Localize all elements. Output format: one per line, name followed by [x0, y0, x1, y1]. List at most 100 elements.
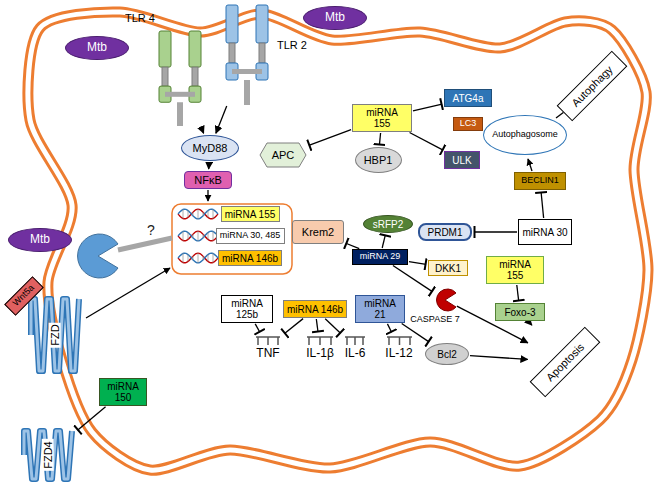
node-label: miRNA 30: [522, 227, 567, 238]
node-label: LC3: [460, 119, 477, 129]
protein-box: BECLIN1: [514, 172, 566, 190]
arrow-line: [528, 159, 532, 171]
node-label: IL-1β: [306, 347, 334, 360]
dna-rung: [193, 234, 194, 238]
inhibition-line: [255, 324, 260, 332]
node-label: Mtb: [30, 233, 50, 246]
cell-membrane: [28, 12, 648, 470]
inhibition-line: [316, 319, 318, 332]
annotation-label: ?: [146, 222, 156, 238]
factor-box: NFκB: [184, 171, 232, 189]
node-label: IL-6: [345, 347, 366, 360]
caspase-symbol: CASPASE 7: [434, 289, 456, 311]
dna-rung: [188, 210, 189, 217]
dna-strand: [178, 253, 218, 263]
dna-strand: [178, 253, 218, 263]
pathogen-oval: Mtb: [8, 228, 72, 252]
mirna-box: miRNA 146b: [283, 300, 347, 318]
dna-rung: [198, 253, 199, 263]
dna-rung: [213, 231, 214, 240]
nucleus-box: [172, 204, 292, 274]
dna-helix: [178, 209, 218, 263]
dna-rung: [213, 209, 214, 218]
activation-arrow: [216, 106, 227, 133]
node-label: miRNA 125b: [227, 298, 267, 320]
dna-rung: [193, 212, 194, 216]
pathogen-oval: Mtb: [303, 6, 367, 30]
dna-rung: [203, 256, 204, 260]
inhibition-line: [393, 266, 432, 292]
node-shape: [434, 289, 456, 311]
node-label: MyD88: [193, 142, 228, 154]
mirna-box: miRNA 125b: [221, 295, 273, 323]
node-label: miRNA 30, 485: [220, 231, 281, 241]
inhibition-line: [474, 231, 517, 232]
inhibition-line: [517, 285, 519, 301]
node-label: Mtb: [87, 41, 107, 54]
tlr4-receptor: TLR 4: [157, 31, 203, 126]
pathogen-oval: Mtb: [65, 36, 129, 60]
mirna-box: miRNA 30: [518, 219, 572, 245]
inhibition-line: [409, 262, 426, 265]
frizzled-receptor: FZD4: [20, 427, 76, 483]
node-label: FZD: [49, 322, 61, 347]
protein-ellipse: Bcl2: [425, 343, 469, 365]
inhibition-line: [413, 104, 442, 111]
inhibition-line: [387, 324, 391, 332]
adaptor-ellipse: MyD88: [181, 135, 239, 161]
node-label: FZD4: [42, 439, 54, 471]
node-label: NFκB: [194, 174, 222, 186]
mirna-box: miRNA 21: [355, 295, 405, 323]
dna-rung: [183, 209, 184, 218]
mtb-receptor: [78, 234, 118, 278]
inhibition-line: [78, 407, 106, 431]
node-label: IL-12: [385, 347, 412, 360]
protein-hexagon: APC: [259, 143, 307, 167]
cytokine-receptor: IL-12: [384, 334, 415, 360]
node-label: miRNA 29: [360, 252, 401, 262]
node-label: miRNA 21: [360, 298, 400, 320]
mirna-box: miRNA 150: [99, 378, 147, 406]
inhibition-line: [346, 243, 359, 248]
organelle-ellipse: Autophagosome: [483, 115, 567, 155]
node-label: Bcl2: [437, 349, 456, 360]
node-label: TLR 4: [125, 12, 155, 24]
protein-box: LC3: [453, 117, 483, 131]
frizzled-receptor: FZD: [27, 295, 83, 375]
node-label: sRFP2: [373, 219, 404, 230]
node-shape: [224, 5, 270, 105]
dna-rung: [188, 254, 189, 261]
node-label: Autophagy: [569, 63, 615, 109]
protein-box: PRDM1: [418, 223, 472, 241]
node-label: HBP1: [364, 154, 393, 166]
activation-arrow: [208, 162, 210, 169]
dna-strand: [178, 209, 218, 219]
protein-ellipse: HBP1: [355, 147, 402, 173]
mirna-box: miRNA 146b: [218, 250, 282, 266]
node-label: Autophagosome: [492, 130, 558, 140]
dna-rung: [208, 254, 209, 261]
dna-rung: [183, 253, 184, 262]
dna-rung: [188, 232, 189, 239]
node-label: miRNA 150: [103, 381, 143, 403]
dna-rung: [203, 212, 204, 216]
node-shape: [157, 31, 203, 126]
node-label: miRNA 155: [225, 209, 276, 220]
mirna-box: miRNA 30, 485: [216, 228, 285, 244]
node-label: DKK1: [435, 263, 461, 274]
node-label: Apoptosis: [544, 341, 587, 384]
dna-rung: [203, 234, 204, 238]
inhibition-line: [285, 319, 304, 334]
node-label: ULK: [452, 155, 471, 166]
protein-box: ULK: [444, 151, 480, 169]
cytokine-receptor: IL-1β: [304, 334, 336, 360]
dna-strand: [178, 231, 218, 241]
mirna-box: miRNA 155: [352, 104, 412, 132]
membrane-gap: [28, 12, 648, 470]
protein-box: ATG4a: [444, 89, 492, 107]
node-label: miRNA 155: [360, 107, 404, 129]
activation-arrow: [470, 356, 528, 360]
node-label: BECLIN1: [521, 176, 559, 186]
cytokine-receptor: IL-6: [342, 334, 368, 360]
mirna-box: miRNA 155: [486, 256, 544, 284]
